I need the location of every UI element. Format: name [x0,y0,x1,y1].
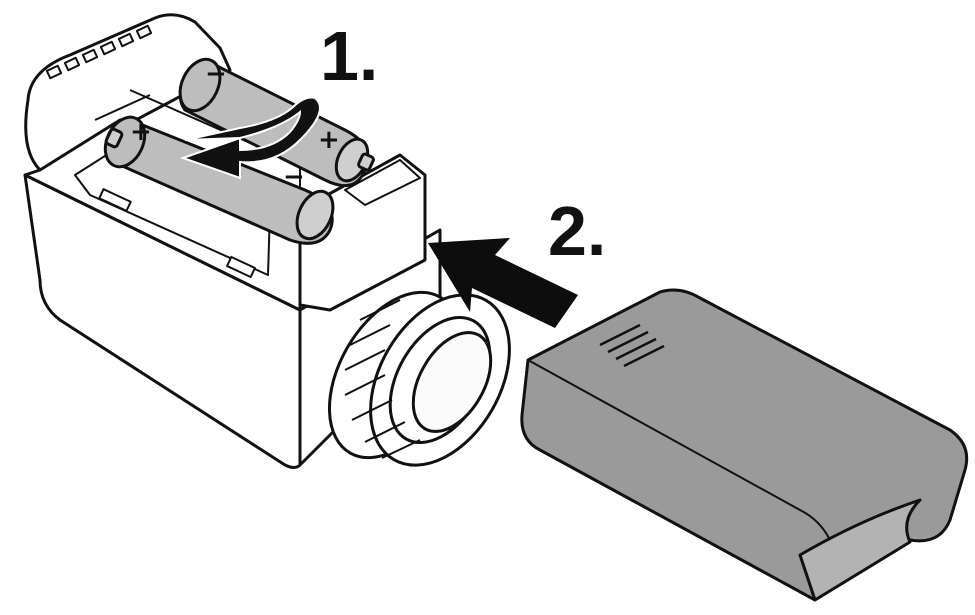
step-2-label: 2. [548,192,606,270]
battery-rear-minus: − [205,59,227,89]
coupling-ridges [344,299,421,459]
rotate-arrow-icon [179,96,321,180]
coupling-ring [327,290,511,467]
step-1-label: 1. [320,17,378,95]
insert-arrow-icon [428,238,578,328]
vent-slots [45,24,153,80]
battery-rear-plus: + [318,125,340,155]
battery-front-plus: + [130,117,152,147]
battery-cover [520,288,969,602]
cover-grip-lines [599,323,665,368]
battery-front [103,115,335,245]
battery-front-minus: − [283,162,305,192]
thermostat-body [23,13,442,469]
